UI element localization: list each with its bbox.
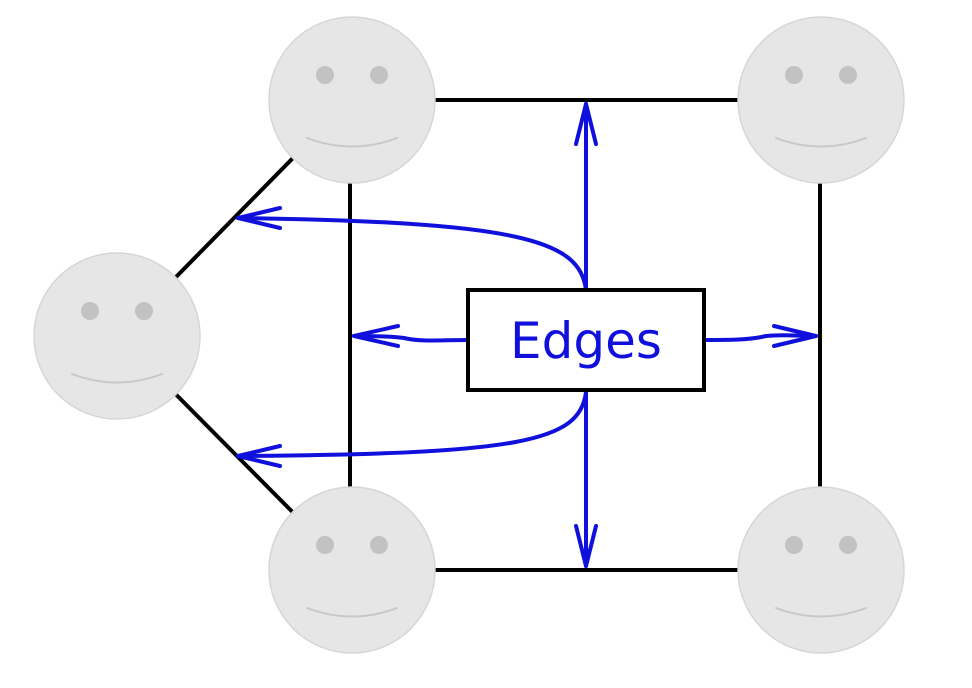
callout-arrows [236,102,818,568]
smile [306,607,398,618]
node-top-right-face [737,16,905,184]
right-eye [370,536,388,554]
smiley-face-icon [33,252,201,420]
smile [775,137,867,148]
smile [71,373,163,384]
left-eye [81,302,99,320]
arrowhead-top [574,102,598,146]
node-bottom-left-face [268,486,436,654]
smiley-face-icon [268,486,436,654]
smiley-face-icon [737,16,905,184]
arrow-to-lower-diagonal-edge [236,390,588,458]
edges-label: Edges [510,312,662,370]
left-eye [785,536,803,554]
right-eye [370,66,388,84]
arrow-to-left-vertical-edge [352,334,470,343]
right-eye [839,536,857,554]
node-bottom-right-face [737,486,905,654]
arrowhead-lower-diagonal [236,444,282,468]
edges-label-box: Edges [466,288,706,392]
smiley-face-icon [737,486,905,654]
arrowhead-bottom [574,524,598,568]
arrow-to-right-vertical-edge [702,333,818,342]
smile [306,137,398,148]
right-eye [135,302,153,320]
node-left-face [33,252,201,420]
arrowhead-left [352,324,400,348]
left-eye [785,66,803,84]
label-box-border [466,288,706,392]
smiley-face-icon [268,16,436,184]
right-eye [839,66,857,84]
arrowhead-upper-diagonal [236,206,282,230]
arrow-to-upper-diagonal-edge [236,216,588,292]
left-eye [316,536,334,554]
left-eye [316,66,334,84]
smile [775,607,867,618]
node-top-left-face [268,16,436,184]
arrowhead-right [772,324,818,348]
